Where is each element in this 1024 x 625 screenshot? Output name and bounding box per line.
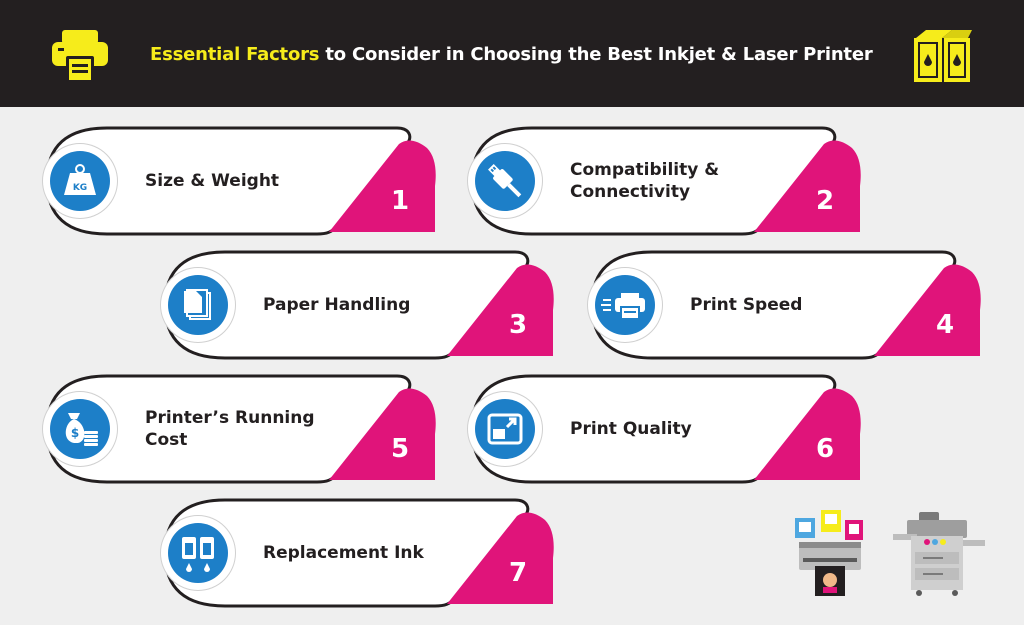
factor-label: Print Speed [690, 295, 803, 315]
number-tab [329, 140, 436, 232]
factor-label: Printer’s Running Cost [145, 408, 315, 450]
factor-number: 6 [816, 434, 835, 464]
icon-circle: $ [43, 392, 117, 466]
factor-card: KG Size & Weight 1 [43, 126, 467, 236]
svg-text:$: $ [71, 426, 79, 440]
card-outline [590, 250, 981, 360]
header-bar: Essential Factors to Consider in Choosin… [0, 0, 1024, 107]
number-tab [754, 140, 861, 232]
factor-number: 4 [936, 310, 955, 340]
factor-number: 7 [509, 558, 528, 588]
number-tab [447, 512, 554, 604]
card-outline [45, 374, 436, 484]
title-rest: to Consider in Choosing the Best Inkjet … [319, 44, 873, 65]
svg-text:KG: KG [73, 183, 87, 193]
number-tab [329, 388, 436, 480]
factor-label: Compatibility & Connectivity [570, 160, 720, 202]
factor-label: Size & Weight [145, 171, 280, 191]
icon-circle [161, 268, 235, 342]
card-outline [470, 126, 861, 236]
factor-card: $ Printer’s Running Cost 5 [43, 374, 467, 484]
factor-number: 5 [391, 434, 410, 464]
icon-circle [161, 516, 235, 590]
card-outline [45, 126, 436, 236]
number-tab [754, 388, 861, 480]
card-outline [470, 374, 861, 484]
factor-card: Replacement Ink 7 [161, 498, 585, 608]
factor-label: Print Quality [570, 419, 692, 439]
title-highlight: Essential Factors [150, 44, 320, 65]
inkjet-printer-illustration [795, 510, 863, 596]
printer-icon [52, 30, 108, 82]
factor-card: Print Speed 4 [588, 250, 1012, 360]
card-outline [163, 498, 554, 608]
laser-printer-illustration [893, 512, 985, 596]
factor-label: Replacement Ink [263, 543, 424, 563]
icon-circle [588, 268, 662, 342]
icon-circle [468, 144, 542, 218]
factor-number: 1 [391, 186, 410, 216]
number-tab [874, 264, 981, 356]
icon-circle [468, 392, 542, 466]
number-tab [447, 264, 554, 356]
page-title: Essential Factors to Consider in Choosin… [150, 44, 890, 65]
factor-card: Print Quality 6 [468, 374, 892, 484]
ink-cartridge-icon [914, 30, 972, 82]
factor-card: Paper Handling 3 [161, 250, 585, 360]
card-outline [163, 250, 554, 360]
factor-card: Compatibility & Connectivity 2 [468, 126, 892, 236]
factor-number: 2 [816, 186, 835, 216]
icon-circle: KG [43, 144, 117, 218]
factor-label: Paper Handling [263, 295, 411, 315]
factor-number: 3 [509, 310, 528, 340]
